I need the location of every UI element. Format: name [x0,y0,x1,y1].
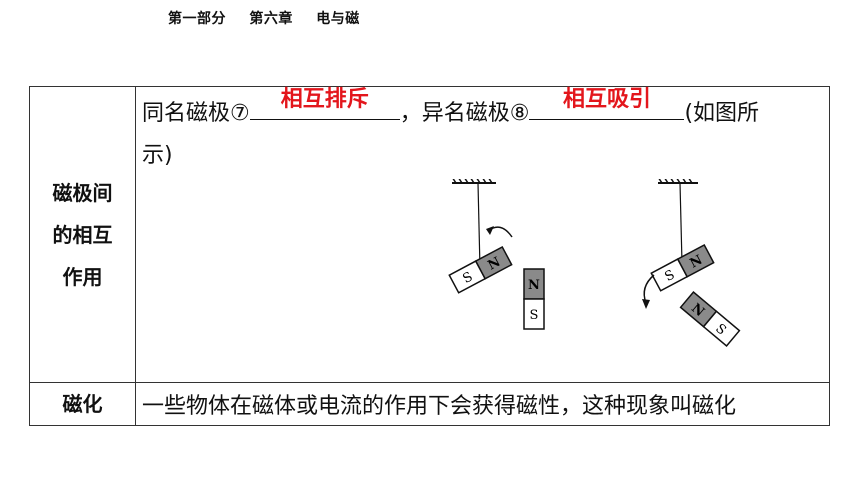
text-opposite-pole: ，异名磁极⑧ [399,101,530,126]
table-row: 磁极间 的相互 作用 同名磁极⑦ 相互排斥 ，异名磁极⑧ 相互吸引 (如图所 示) [29,86,830,383]
row-content-magnetic-interaction: 同名磁极⑦ 相互排斥 ，异名磁极⑧ 相互吸引 (如图所 示) [135,86,830,383]
label-line: 磁极间 [52,180,113,205]
magnet-figure: S N N S [448,179,741,348]
rotation-arrow-right-icon [643,274,655,304]
pole-label: N [528,278,540,293]
header-part: 第一部分 [168,11,226,27]
sentence-line-1: 同名磁极⑦ 相互排斥 ，异名磁极⑧ 相互吸引 (如图所 [142,87,760,127]
blank-2: 相互吸引 [529,87,685,120]
row-content-magnetization: 一些物体在磁体或电流的作用下会获得磁性，这种现象叫磁化 [135,382,830,426]
header-title: 电与磁 [316,11,360,27]
blank-1: 相互排斥 [249,87,400,120]
left-thread [477,182,481,270]
hanging-magnet-left: S N [448,245,513,294]
row-label-magnetic-interaction: 磁极间 的相互 作用 [29,86,136,383]
label-line: 作用 [62,264,103,289]
standing-magnet: N S [523,268,545,330]
text-same-pole: 同名磁极⑦ [142,101,250,126]
sentence-line-2: 示) [142,143,173,168]
lower-magnet: N S [679,290,741,348]
table-row: 磁化 一些物体在磁体或电流的作用下会获得磁性，这种现象叫磁化 [29,382,830,426]
header-chapter: 第六章 [249,11,293,27]
answer-repel: 相互排斥 [280,87,369,112]
arrow-head-icon [642,299,650,309]
text-see-figure: (如图所 [684,101,760,126]
page-header: 第一部分 第六章 电与磁 [168,8,378,28]
arrow-head-icon [486,226,494,235]
row-label-magnetization: 磁化 [29,382,136,426]
content-table: 磁极间 的相互 作用 同名磁极⑦ 相互排斥 ，异名磁极⑧ 相互吸引 (如图所 示) [29,86,830,426]
right-thread [679,182,683,264]
label-line: 的相互 [52,222,113,247]
left-support-icon [452,179,496,184]
answer-attract: 相互吸引 [562,87,651,112]
hanging-magnet-right: S N [650,243,715,292]
pole-label: S [530,308,539,323]
right-support-icon [658,179,698,184]
